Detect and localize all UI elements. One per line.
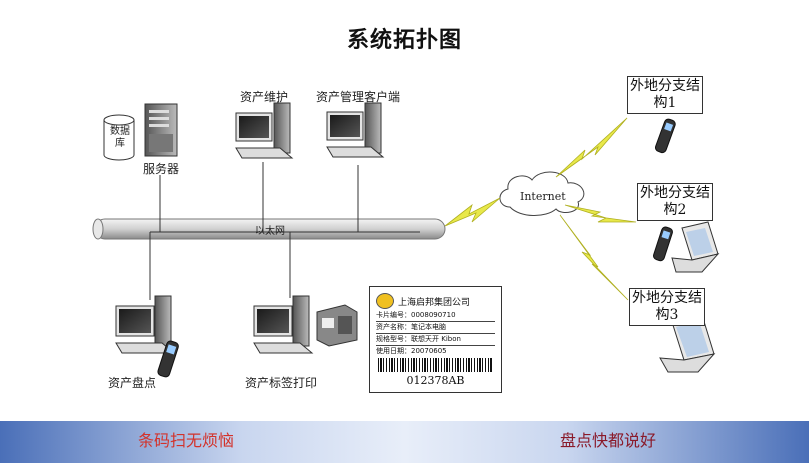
laptop-icon-branch-2 — [671, 221, 720, 273]
database-label: 数据库 — [110, 126, 130, 149]
card-row-model: 规格型号：联想天开 Kibon — [376, 334, 495, 346]
barcode-scanner-icon-inventory — [157, 340, 179, 378]
ethernet-label: 以太网 — [255, 226, 285, 237]
computer-icon-inventory — [115, 295, 176, 354]
lightning-icon-branch-2 — [564, 204, 637, 223]
barcode-scanner-icon-branch-1 — [654, 118, 676, 154]
lightning-icon-branch-3 — [559, 214, 629, 301]
barcode-scanner-icon-branch-2 — [653, 226, 673, 262]
slogan-right: 盘点快都说好 — [560, 431, 657, 450]
label-printer-icon — [316, 304, 358, 347]
card-row-name: 资产名称：笔记本电脑 — [376, 322, 495, 334]
card-row-number: 卡片编号：0008090710 — [376, 310, 495, 322]
asset-label-card: 上海启邦集团公司 卡片编号：0008090710 资产名称：笔记本电脑 规格型号… — [369, 286, 502, 393]
connection-lines — [149, 162, 359, 300]
computer-icon-maintenance — [235, 102, 294, 159]
inventory-label: 资产盘点 — [108, 376, 157, 390]
branch-box-1: 外地分支结构1 — [627, 76, 703, 114]
server-icon — [144, 103, 178, 157]
card-row-date: 使用日期：20070605 — [376, 347, 447, 355]
slogan-left: 条码扫无烦恼 — [138, 431, 235, 450]
internet-label: Internet — [520, 190, 566, 203]
barcode — [378, 358, 493, 372]
lightning-icon-branch-1 — [555, 117, 628, 178]
branch-box-3: 外地分支结构3 — [629, 288, 705, 326]
branch-box-2: 外地分支结构2 — [637, 183, 713, 221]
asset-card-header: 上海启邦集团公司 — [376, 291, 497, 311]
server-label: 服务器 — [143, 162, 180, 176]
computer-icon-client — [326, 102, 385, 158]
label-print-label: 资产标签打印 — [245, 376, 318, 390]
lightning-icon-ethernet — [444, 197, 501, 227]
internet-cloud-icon — [499, 171, 585, 216]
laptop-icon-branch-3 — [659, 314, 716, 373]
footer-banner — [0, 421, 809, 463]
company-logo-icon — [376, 293, 394, 309]
company-name: 上海启邦集团公司 — [398, 297, 471, 308]
asset-client-label: 资产管理客户端 — [316, 90, 401, 104]
computer-icon-label-print — [253, 295, 314, 354]
barcode-number: 012378AB — [406, 374, 465, 387]
page-title: 系统拓扑图 — [346, 28, 462, 53]
asset-maintenance-label: 资产维护 — [240, 90, 289, 104]
database-icon — [103, 114, 135, 161]
